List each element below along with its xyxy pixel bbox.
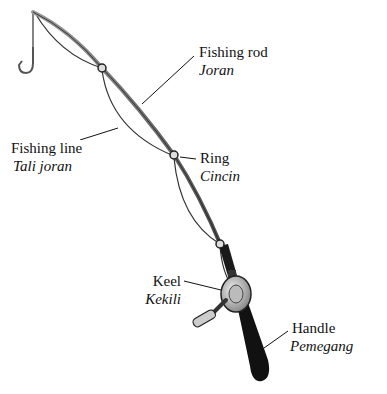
ring — [170, 151, 178, 159]
part-label: Fishing line — [10, 140, 83, 157]
fishing-line — [35, 13, 102, 68]
malay-part-label: Joran — [198, 62, 235, 79]
rod-edge — [33, 12, 222, 248]
hook-line — [32, 12, 33, 47]
part-label: Ring — [199, 150, 230, 167]
malay-part-label: Pemegang — [289, 338, 354, 355]
malay-part-label: Tali joran — [12, 158, 73, 175]
part-label: Handle — [291, 320, 336, 337]
ring — [216, 240, 224, 248]
fishing-rod — [33, 12, 222, 248]
reel-knob — [192, 309, 217, 329]
part-label: Keel — [152, 273, 182, 290]
hook — [19, 47, 33, 73]
leader-line — [80, 128, 118, 140]
leader-line — [184, 281, 221, 290]
part-label: Fishing rod — [198, 44, 269, 61]
leader-line — [264, 331, 288, 348]
ring — [98, 64, 106, 72]
reel — [221, 276, 251, 312]
leader-line — [142, 56, 194, 104]
malay-part-label: Kekili — [144, 291, 182, 308]
malay-part-label: Cincin — [199, 168, 241, 185]
leader-line — [180, 157, 196, 159]
reel-spool — [229, 285, 243, 303]
